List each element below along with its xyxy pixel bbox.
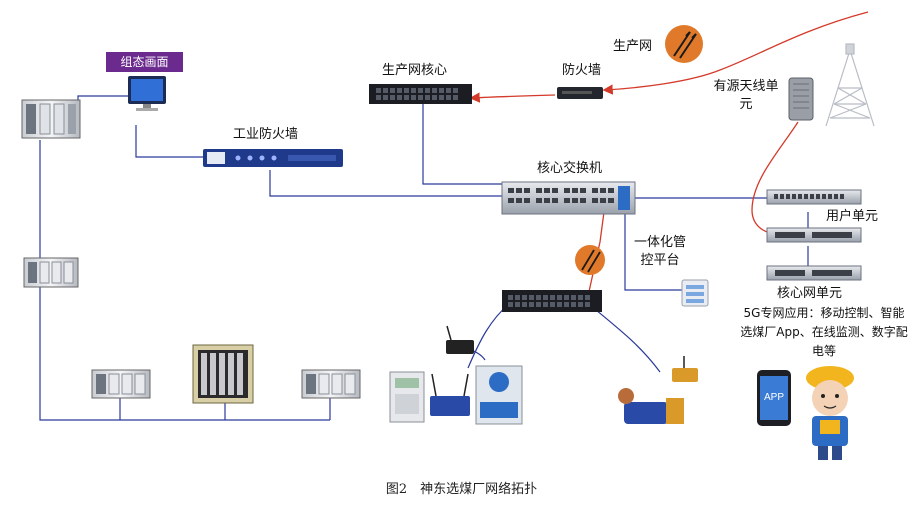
core-network-unit-label: 核心网单元: [777, 286, 843, 301]
io-rack-icon: [192, 344, 254, 404]
server-icon: [681, 279, 709, 307]
sensor-icon: [672, 356, 698, 382]
production-core-switch: [369, 84, 472, 104]
industrial-firewall-device: [203, 149, 343, 167]
wireless-gateway-icon: [430, 373, 470, 416]
worker-avatar-icon: [806, 366, 854, 460]
firewall-device: [557, 87, 603, 99]
plc-module-icon-bottom-left: [91, 369, 151, 399]
scada-screen-label: 组态画面: [106, 52, 183, 72]
link-core-sub-switch: [587, 211, 605, 297]
link-plc-monitor: [77, 95, 133, 110]
link-switch-field-right: [589, 304, 661, 373]
flow-meter-icon: [475, 365, 523, 425]
figure-caption: 图2 神东选煤厂网络拓扑: [385, 482, 538, 497]
link-badge-icon: [575, 245, 605, 275]
private-5g-apps-label: 5G专网应用：移动控制、智能选煤厂App、在线监测、数字配电等: [740, 306, 908, 358]
motor-icon: [618, 388, 684, 424]
link-antenna-user-unit: [751, 121, 799, 235]
integrated-platform-label: 一体化管控平台: [633, 235, 686, 268]
user-unit-label: 用户单元: [826, 209, 879, 224]
red-links: [469, 11, 869, 297]
link-plc-industrial-firewall: [135, 125, 203, 158]
phone-app-icon: APP: [757, 370, 791, 426]
production-core-label: 生产网核心: [382, 63, 448, 78]
core-switch-label: 核心交换机: [537, 161, 603, 176]
link-switch-field-left: [467, 302, 511, 369]
firewall-label: 防火墙: [562, 63, 602, 78]
plc-module-icon: [23, 257, 79, 288]
monitor-icon: [128, 76, 166, 111]
user-unit-device: [766, 189, 862, 243]
blue-links: [39, 95, 809, 421]
plc-rack-icon: [21, 99, 81, 139]
router-icon: [446, 325, 474, 354]
rru-device-icon: [788, 77, 814, 121]
link-firewall-core-switch: [269, 170, 502, 197]
link-core-platform: [624, 210, 682, 291]
active-antenna-unit-label: 有源天线单元: [713, 79, 779, 112]
power-meter-icon: [389, 371, 425, 423]
production-net-badge-icon: [665, 25, 703, 63]
link-production-net-firewall: [602, 11, 869, 95]
link-firewall-production-core: [469, 92, 556, 103]
production-net-label: 生产网: [613, 39, 653, 54]
plc-module-icon-bottom-right: [301, 369, 361, 399]
app-icon-text: APP: [764, 392, 784, 403]
core-switch-device: [501, 181, 636, 215]
core-network-unit-device: [766, 265, 862, 281]
access-switch-device: [502, 290, 602, 312]
antenna-tower-icon: [825, 43, 875, 127]
industrial-firewall-label: 工业防火墙: [233, 127, 299, 142]
link-production-core-switch: [422, 104, 502, 185]
link-left-bus: [39, 287, 330, 421]
